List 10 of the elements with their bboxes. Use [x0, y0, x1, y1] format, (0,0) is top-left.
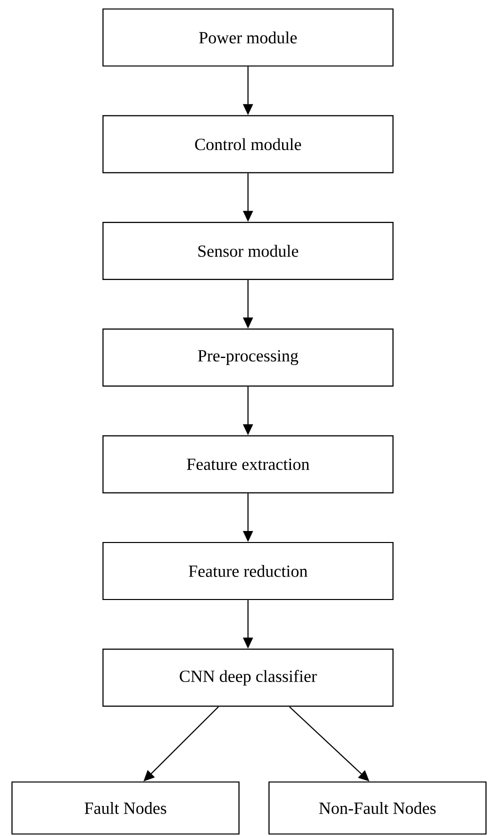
arrow: [289, 706, 370, 782]
process-box: Feature extraction: [102, 435, 394, 494]
process-box: Pre-processing: [102, 328, 394, 387]
process-box: Control module: [102, 115, 394, 174]
process-box: Sensor module: [102, 222, 394, 280]
process-box: Feature reduction: [102, 542, 394, 600]
process-box: Non-Fault Nodes: [268, 781, 487, 835]
process-box: CNN deep classifier: [102, 648, 394, 707]
process-box: Fault Nodes: [11, 781, 240, 835]
process-box: Power module: [102, 8, 394, 67]
